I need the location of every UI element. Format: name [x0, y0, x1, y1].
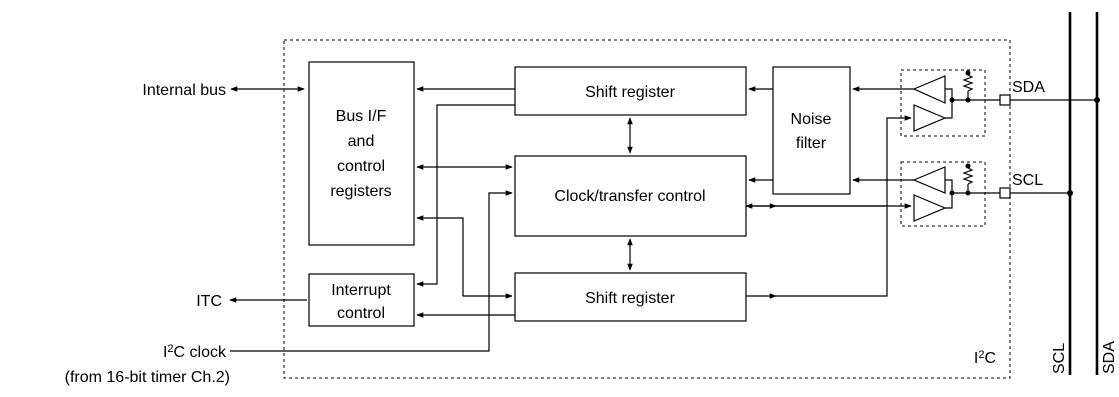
- shift-register-bottom-label: Shift register: [585, 290, 675, 307]
- shift-top-to-interrupt-arrow: [416, 104, 515, 287]
- clock-transfer-control-label: Clock/transfer control: [554, 188, 705, 205]
- interrupt-control-label-line2: control: [337, 305, 385, 322]
- i2c-clock-label: I2C clock: [163, 343, 227, 361]
- sda-pullup-resistor: [962, 74, 974, 92]
- sda-pin-label: SDA: [1012, 79, 1045, 96]
- bus-if-label-line2: and: [348, 133, 375, 150]
- noise-filter-label-line2: filter: [796, 135, 827, 152]
- clock-transfer-control-block: Clock/transfer control: [514, 155, 747, 237]
- interrupt-control-block: Interrupt control: [308, 273, 415, 327]
- sda-pin: [999, 94, 1011, 106]
- noise-filter-block: Noise filter: [772, 66, 851, 195]
- shift-register-bottom-block: Shift register: [514, 272, 747, 322]
- scl-bus-label: SCL: [1051, 343, 1068, 374]
- bus-if-label-line3: control: [337, 158, 385, 175]
- scl-input-buffer: [912, 166, 946, 194]
- shift-register-top-block: Shift register: [514, 66, 747, 116]
- sda-input-buffer: [912, 75, 946, 104]
- internal-bus-label: Internal bus: [142, 82, 226, 99]
- bus-if-label-line4: registers: [330, 183, 391, 200]
- scl-pullup-resistor: [962, 167, 974, 185]
- sda-output-buffer: [913, 104, 947, 132]
- scl-pin-label: SCL: [1012, 172, 1043, 189]
- i2c-clock-input-arrow: [230, 190, 513, 352]
- i2c-module-label: I2C: [974, 349, 996, 367]
- shift-register-top-label: Shift register: [585, 84, 675, 101]
- noise-filter-label-line1: Noise: [791, 111, 832, 128]
- itc-label: ITC: [196, 293, 222, 310]
- scl-output-buffer: [913, 194, 947, 222]
- scl-pin: [999, 187, 1011, 199]
- busif-to-shift-bottom-arrow: [416, 215, 513, 299]
- i2c-clock-note: (from 16-bit timer Ch.2): [65, 369, 230, 386]
- bus-if-label-line1: Bus I/F: [336, 108, 387, 125]
- sda-io-buffer-region: [900, 69, 986, 137]
- scl-io-buffer-region: [900, 161, 986, 227]
- i2c-module-boundary: [283, 39, 1011, 379]
- interrupt-control-label-line1: Interrupt: [331, 282, 391, 299]
- bus-if-block: Bus I/F and control registers: [308, 61, 415, 246]
- sda-bus-label: SDA: [1101, 341, 1118, 374]
